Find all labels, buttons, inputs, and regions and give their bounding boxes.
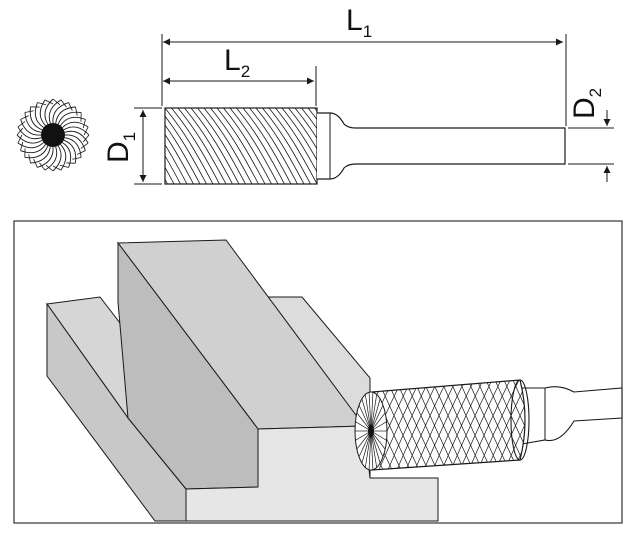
l2-label: L2 — [224, 44, 250, 81]
l1-label: L1 — [346, 4, 372, 41]
burr-side-view — [164, 107, 566, 185]
burr-cutting-workpiece-illustration — [13, 220, 623, 524]
d2-label: D2 — [568, 88, 605, 119]
burr-head-flutes — [165, 108, 317, 184]
burr-shank — [317, 112, 566, 180]
d1-label: D1 — [102, 132, 139, 163]
burr-end-face — [354, 391, 388, 471]
dimension-lines — [139, 38, 611, 182]
burr-end-view-icon — [16, 98, 90, 172]
extension-lines — [134, 34, 614, 185]
